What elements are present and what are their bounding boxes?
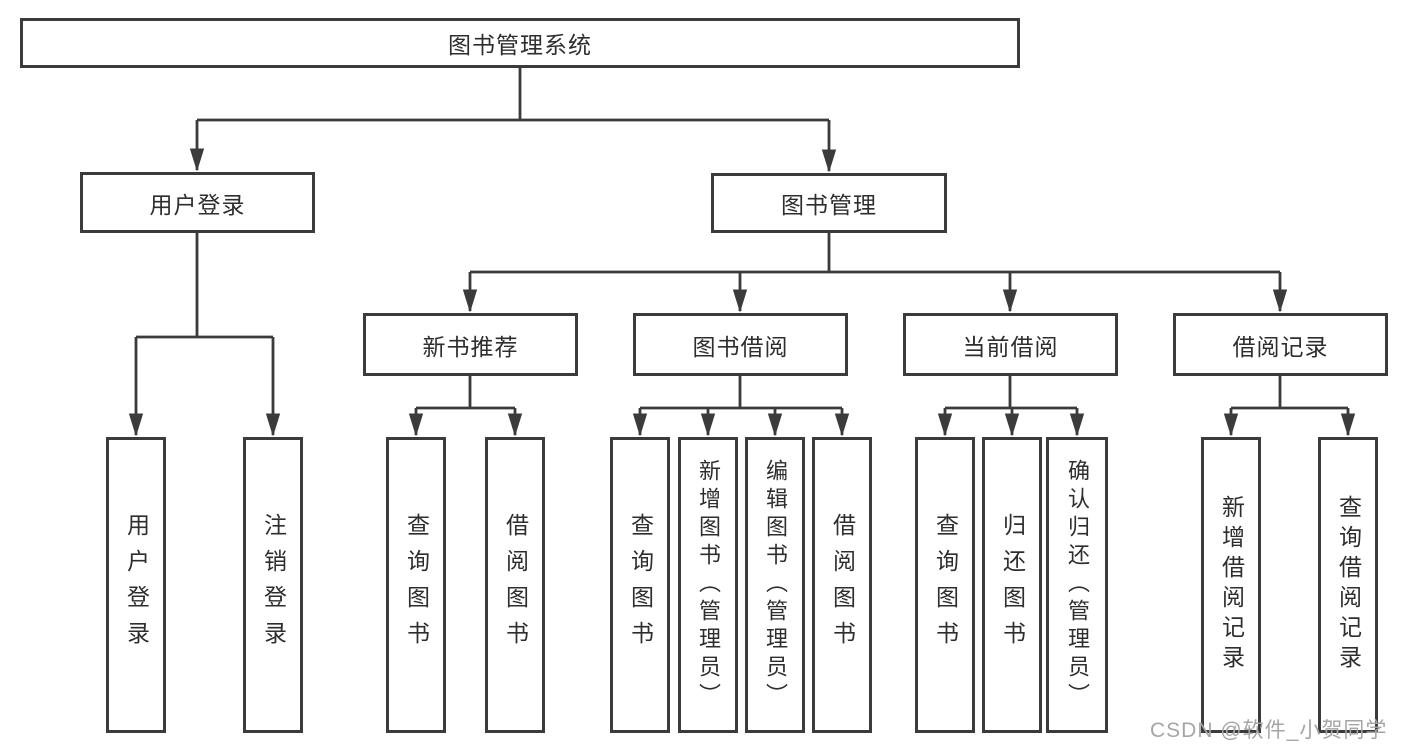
leaf-confirm-return-admin: 确认归还（管理员） [1046, 437, 1108, 733]
csdn-watermark: CSDN @软件_小贺同学 [1150, 719, 1388, 742]
leaf-recommend-borrow-books: 借阅图书 [485, 437, 545, 733]
leaf-edit-books-admin: 编辑图书（管理员） [745, 437, 805, 733]
leaf-query-borrow-record: 查询借阅记录 [1318, 437, 1378, 733]
node-book-borrow: 图书借阅 [633, 313, 848, 376]
leaf-current-query-books: 查询图书 [915, 437, 975, 733]
leaf-user-login: 用户登录 [106, 437, 166, 733]
leaf-add-books-admin: 新增图书（管理员） [678, 437, 738, 733]
node-book-management: 图书管理 [711, 173, 947, 233]
leaf-borrow-query-books: 查询图书 [610, 437, 670, 733]
node-borrow-records: 借阅记录 [1173, 313, 1388, 376]
node-new-book-recommend: 新书推荐 [363, 313, 578, 376]
leaf-logout: 注销登录 [243, 437, 303, 733]
node-current-borrow: 当前借阅 [903, 313, 1118, 376]
leaf-recommend-query-books: 查询图书 [386, 437, 446, 733]
leaf-add-borrow-record: 新增借阅记录 [1201, 437, 1261, 733]
node-user-login: 用户登录 [80, 172, 315, 233]
leaf-return-books: 归还图书 [982, 437, 1042, 733]
node-root-library-system: 图书管理系统 [20, 18, 1020, 68]
leaf-borrow-books: 借阅图书 [812, 437, 872, 733]
connector-arrows [128, 120, 1356, 437]
connector-trunks [136, 68, 1348, 410]
